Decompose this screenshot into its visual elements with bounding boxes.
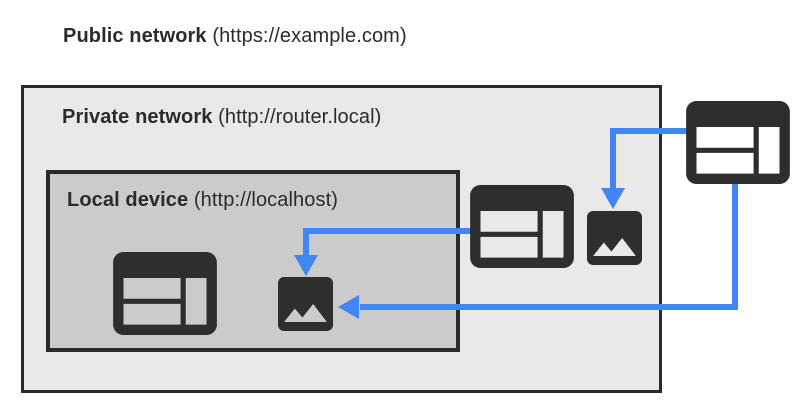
private-network-name: Private network: [62, 106, 213, 128]
local-device-box: Local device (http://localhost): [46, 170, 460, 352]
local-device-url: (http://localhost): [188, 189, 339, 211]
public-network-name: Public network: [63, 25, 207, 47]
browser-window-icon: [113, 252, 217, 335]
local-device-name: Local device: [67, 189, 189, 211]
private-network-url: (http://router.local): [212, 106, 382, 128]
public-network-title: Public network (https://example.com): [63, 24, 407, 48]
image-icon: [587, 211, 642, 265]
image-icon: [278, 277, 333, 331]
private-network-label: Private network (http://router.local): [62, 105, 381, 129]
browser-window-icon: [470, 185, 574, 268]
browser-window-icon: [686, 101, 790, 184]
public-network-url: (https://example.com): [206, 25, 407, 47]
local-device-label: Local device (http://localhost): [67, 188, 338, 212]
